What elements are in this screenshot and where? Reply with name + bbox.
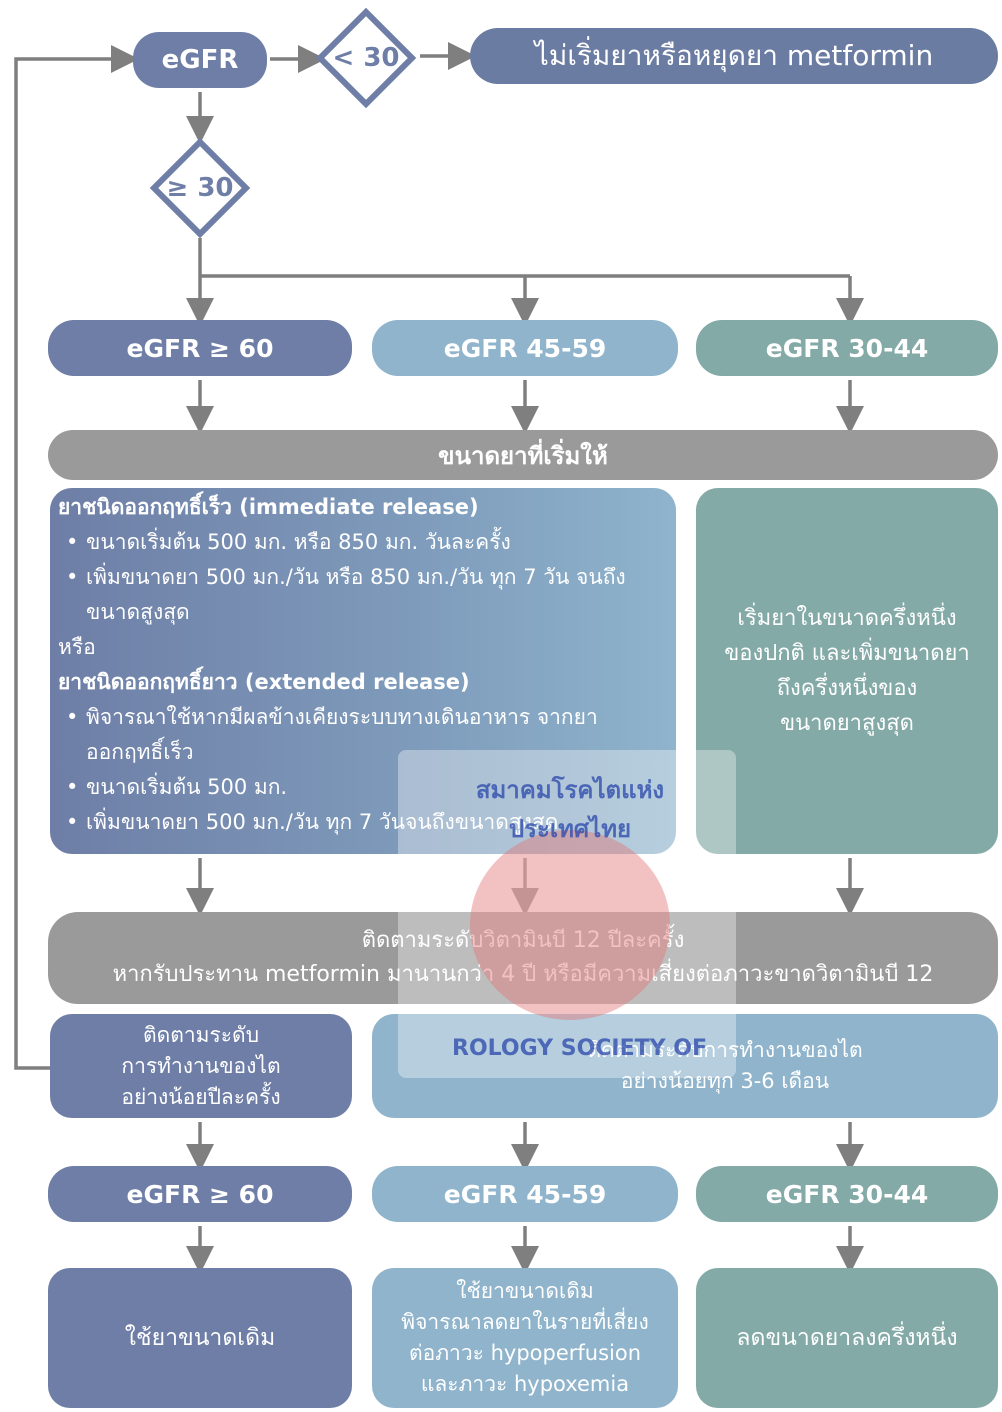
er-item: เพิ่มขนาดยา 500 มก./วัน ทุก 7 วันจนถึงขน… bbox=[58, 805, 658, 840]
lt30-label: < 30 bbox=[332, 43, 400, 73]
level1-egfr-30-44: eGFR 30-44 bbox=[696, 320, 998, 376]
outcome-col2-line: พิจารณาลดยาในรายที่เสี่ยง bbox=[401, 1310, 649, 1334]
er-item: พิจารณาใช้หากมีผลข้างเคียงระบบทางเดินอาห… bbox=[58, 700, 606, 770]
watermark-bottom-text: ROLOGY SOCIETY OF bbox=[452, 1036, 707, 1061]
right-line: ของปกติ และเพิ่มขนาดยา bbox=[724, 641, 970, 666]
ir-item: ขนาดเริ่มต้น 500 มก. หรือ 850 มก. วันละค… bbox=[58, 525, 658, 560]
level2-egfr-ge60: eGFR ≥ 60 bbox=[48, 1166, 352, 1222]
ge30-label: ≥ 30 bbox=[166, 173, 234, 203]
monitor-left-line: อย่างน้อยปีละครั้ง bbox=[121, 1084, 281, 1109]
er-item: ขนาดเริ่มต้น 500 มก. bbox=[58, 770, 658, 805]
decision-ge30 bbox=[149, 137, 251, 239]
decision-lt30 bbox=[315, 7, 417, 109]
level1-egfr-45-59: eGFR 45-59 bbox=[372, 320, 678, 376]
watermark-top-text: สมาคมโรคไตแห่งประเทศไทย bbox=[475, 776, 665, 843]
monitor-right-line: อย่างน้อยทุก 3-6 เดือน bbox=[620, 1069, 830, 1093]
feedback-loop-line bbox=[14, 45, 139, 1070]
ir-title: ยาชนิดออกฤทธิ์เร็ว (immediate release) bbox=[58, 495, 479, 519]
monitor-right-line: ติดตามระดับการทำงานของไต bbox=[587, 1038, 863, 1062]
outcome-col2-line: และภาวะ hypoxemia bbox=[420, 1372, 630, 1396]
outcome-col3: ลดขนาดยาลงครึ่งหนึ่ง bbox=[696, 1268, 998, 1408]
outcome-col1: ใช้ยาขนาดเดิม bbox=[48, 1268, 352, 1408]
vitamin-line2: หากรับประทาน metformin มานานกว่า 4 ปี หร… bbox=[112, 962, 934, 987]
or-text: หรือ bbox=[58, 635, 96, 659]
outcome-col2: ใช้ยาขนาดเดิม พิจารณาลดยาในรายที่เสี่ยง … bbox=[372, 1268, 678, 1408]
egfr-start-node: eGFR bbox=[133, 32, 267, 88]
right-line: เริ่มยาในขนาดครึ่งหนึ่ง bbox=[737, 606, 957, 631]
er-title: ยาชนิดออกฤทธิ์ยาว (extended release) bbox=[58, 670, 470, 694]
vitamin-line1: ติดตามระดับวิตามินบี 12 ปีละครั้ง bbox=[361, 928, 685, 953]
monitor-right-box: ติดตามระดับการทำงานของไต อย่างน้อยทุก 3-… bbox=[372, 1014, 998, 1118]
start-dose-header: ขนาดยาที่เริ่มให้ bbox=[48, 430, 998, 480]
level1-egfr-ge60: eGFR ≥ 60 bbox=[48, 320, 352, 376]
kidney-watermark-icon bbox=[470, 830, 670, 1020]
start-dose-details: ยาชนิดออกฤทธิ์เร็ว (immediate release) ข… bbox=[58, 490, 658, 840]
monitor-left-line: การทำงานของไต bbox=[121, 1053, 281, 1078]
level2-egfr-45-59: eGFR 45-59 bbox=[372, 1166, 678, 1222]
ir-item: เพิ่มขนาดยา 500 มก./วัน หรือ 850 มก./วัน… bbox=[58, 560, 646, 630]
outcome-col2-line: ต่อภาวะ hypoperfusion bbox=[408, 1341, 642, 1365]
level2-egfr-30-44: eGFR 30-44 bbox=[696, 1166, 998, 1222]
monitor-left-box: ติดตามระดับ การทำงานของไต อย่างน้อยปีละค… bbox=[50, 1014, 352, 1118]
monitor-left-line: ติดตามระดับ bbox=[142, 1022, 260, 1047]
vitamin-b12-bar: ติดตามระดับวิตามินบี 12 ปีละครั้ง หากรับ… bbox=[48, 912, 998, 1004]
right-line: ถึงครึ่งหนึ่งของ bbox=[776, 676, 918, 701]
start-dose-right-card: เริ่มยาในขนาดครึ่งหนึ่ง ของปกติ และเพิ่ม… bbox=[696, 488, 998, 854]
stop-metformin-box: ไม่เริ่มยาหรือหยุดยา metformin bbox=[470, 28, 998, 84]
watermark-panel bbox=[398, 750, 736, 1078]
right-line: ขนาดยาสูงสุด bbox=[780, 711, 914, 736]
outcome-col2-line: ใช้ยาขนาดเดิม bbox=[456, 1279, 594, 1303]
